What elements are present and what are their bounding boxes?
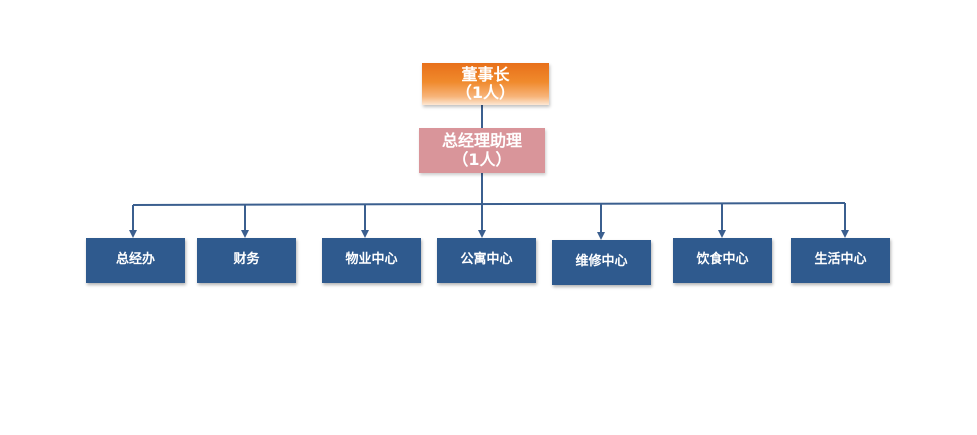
department-node-finance: 财务	[197, 238, 296, 283]
department-label: 公寓中心	[460, 252, 513, 268]
department-label: 总经办	[115, 252, 155, 268]
department-node-property-center: 物业中心	[322, 238, 421, 283]
department-node-catering-center: 饮食中心	[673, 238, 772, 283]
assistant-count: （1人）	[452, 149, 512, 169]
department-node-living-center: 生活中心	[791, 238, 890, 283]
department-node-apartment-center: 公寓中心	[437, 238, 536, 283]
chairman-node: 董事长 （1人）	[422, 63, 549, 105]
department-label: 物业中心	[345, 252, 398, 268]
department-label: 饮食中心	[696, 252, 749, 268]
department-node-maintenance-center: 维修中心	[552, 240, 651, 285]
department-label: 财务	[233, 252, 260, 268]
connector-bus	[132, 202, 846, 206]
chairman-count: （1人）	[455, 83, 516, 102]
assistant-title: 总经理助理	[441, 131, 522, 151]
department-label: 生活中心	[814, 252, 867, 268]
chairman-title: 董事长	[461, 64, 510, 84]
department-label: 维修中心	[575, 254, 628, 270]
assistant-node: 总经理助理 （1人）	[419, 128, 545, 173]
department-node-general-office: 总经办	[86, 238, 185, 283]
